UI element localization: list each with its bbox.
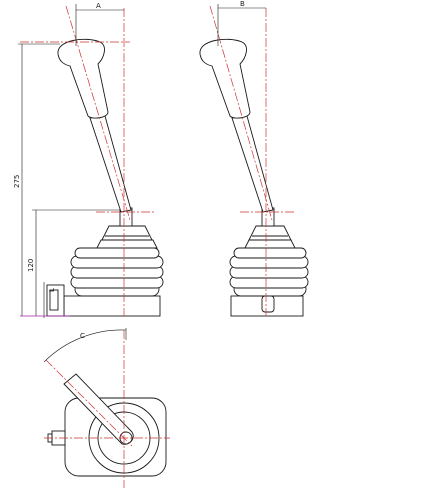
angle-arc-c [43, 329, 127, 363]
side-lever-shaft [231, 115, 274, 213]
dim-label-a: A [96, 2, 101, 10]
dim-label-height-total: 275 [13, 175, 21, 188]
front-base-plate [63, 295, 161, 317]
dim-label-height-boot: 120 [27, 259, 35, 272]
side-connector [261, 295, 275, 313]
front-bellows-boot [70, 225, 164, 297]
top-view: C [43, 328, 170, 488]
dim-label-c: C [80, 332, 85, 340]
front-view: A 275 120 L [13, 2, 164, 318]
side-handle-grip [199, 38, 251, 119]
side-bellows-boot [229, 225, 309, 297]
side-view: B [199, 0, 309, 317]
dim-label-small: L [48, 288, 56, 292]
dim-label-b: B [240, 0, 245, 8]
front-lever-shaft [89, 115, 132, 213]
front-handle-grip [57, 38, 109, 119]
